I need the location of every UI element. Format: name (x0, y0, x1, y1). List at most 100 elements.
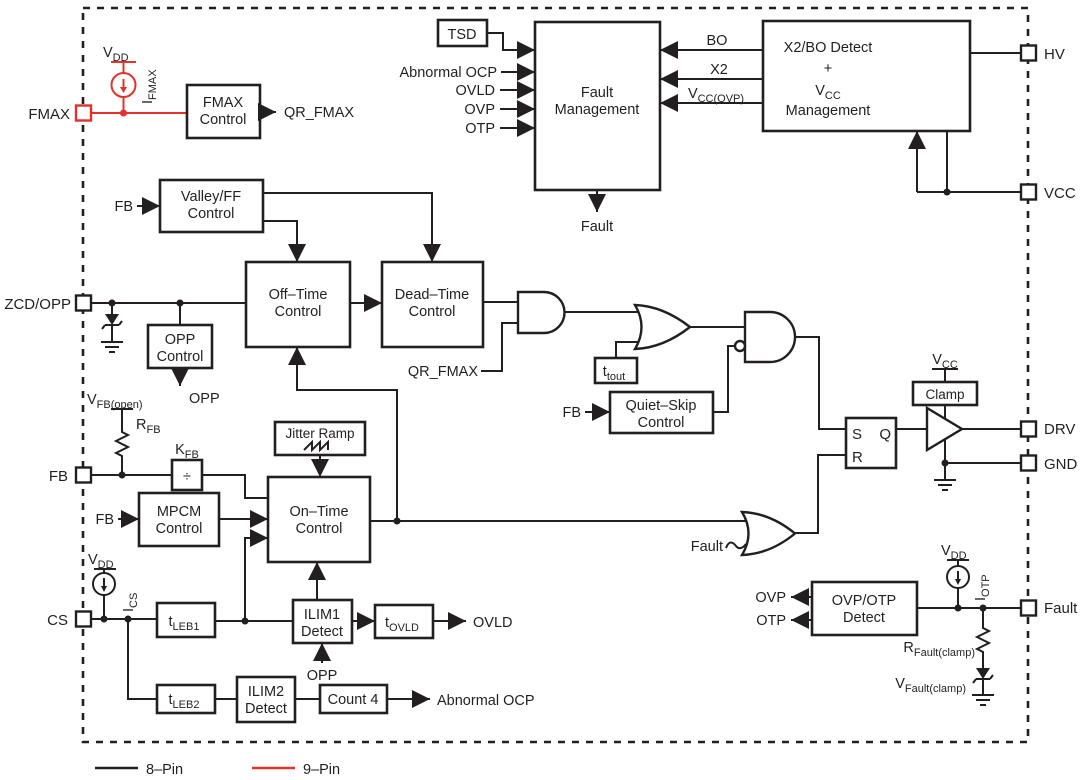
label-fb-mpcm: FB (95, 512, 114, 528)
svg-text:Control: Control (188, 206, 235, 222)
legend-label-8pin: 8–Pin (146, 762, 183, 775)
svg-text:tOVLD: tOVLD (385, 615, 419, 634)
pin-label-hv: HV (1044, 46, 1065, 63)
label-opp-in: OPP (307, 668, 338, 684)
label-qr-fmax-out: QR_FMAX (284, 105, 354, 121)
svg-text:Control: Control (296, 521, 343, 537)
block-ilim1-detect: ILIM1 Detect (291, 598, 354, 645)
label-abnormal-ocp-out: Abnormal OCP (437, 693, 535, 709)
label-otp-in: OTP (465, 121, 495, 137)
svg-text:TSD: TSD (448, 27, 477, 43)
block-t-leb1: tLEB1 (155, 601, 217, 639)
svg-text:ttout: ttout (603, 364, 625, 383)
svg-text:Dead–Time: Dead–Time (395, 287, 469, 303)
block-valley-ff: Valley/FF Control (158, 178, 265, 234)
label-ovp-out: OVP (755, 590, 786, 606)
label-i-otp: IOTP (973, 574, 992, 601)
pin-label-fmax: FMAX (28, 106, 70, 123)
svg-text:÷: ÷ (183, 469, 191, 485)
zcd-zener-diode (101, 314, 123, 330)
block-sr-latch: S Q R (844, 416, 898, 470)
cs-current-source (92, 572, 116, 596)
label-i-fmax: IFMAX (140, 69, 159, 104)
block-on-time: On–Time Control (266, 475, 372, 564)
svg-text:Control: Control (157, 349, 204, 365)
svg-text:ILIM2: ILIM2 (248, 684, 284, 700)
block-tsd: TSD (436, 18, 489, 48)
legend-label-9pin: 9–Pin (303, 762, 340, 775)
label-ovld-out: OVLD (473, 615, 513, 631)
or-gate-tout (632, 303, 692, 351)
label-kfb: KFB (175, 442, 199, 461)
block-count4: Count 4 (318, 683, 389, 715)
pin-label-zcd-opp: ZCD/OPP (4, 296, 71, 313)
label-vfb-open: VFB(open) (87, 392, 143, 411)
pin-label-fault: Fault (1044, 600, 1078, 617)
ground-fault-zener (972, 694, 994, 706)
wires-red (91, 61, 187, 117)
pins (74, 44, 1038, 628)
label-vdd-cs: VDD (88, 552, 114, 571)
block-x2-bo-detect: X2/BO Detect + VCC Management (761, 19, 972, 133)
svg-text:Jitter Ramp: Jitter Ramp (285, 426, 354, 441)
svg-text:+: + (824, 61, 832, 77)
latch-r: R (852, 449, 863, 466)
block-ovp-otp-detect: OVP/OTP Detect (810, 580, 919, 637)
svg-text:Control: Control (156, 521, 203, 537)
sawtooth-icon (303, 439, 329, 453)
svg-text:Detect: Detect (843, 610, 885, 626)
label-bo: BO (707, 33, 728, 49)
label-vdd-otp: VDD (941, 543, 967, 562)
label-x2: X2 (710, 62, 728, 78)
block-mpcm: MPCM Control (137, 491, 221, 548)
pin-cs (74, 610, 93, 628)
block-kfb-divider: ÷ (170, 458, 204, 492)
svg-text:Valley/FF: Valley/FF (181, 189, 241, 205)
ground-driver (934, 479, 956, 491)
and-gate-deadtime (516, 290, 566, 335)
driver-buffer (925, 405, 965, 453)
label-fb-valley: FB (114, 199, 133, 215)
or-gate-fault (739, 510, 797, 557)
pin-label-gnd: GND (1044, 456, 1078, 473)
svg-text:ILIM1: ILIM1 (304, 607, 340, 623)
fault-clamp-zener-diode (972, 668, 994, 684)
svg-text:Detect: Detect (301, 624, 343, 640)
block-t-tout: ttout (593, 356, 639, 385)
label-abnormal-ocp-in: Abnormal OCP (399, 65, 497, 81)
otp-current-source (946, 565, 970, 589)
label-fb-quietskip: FB (562, 405, 581, 421)
svg-text:Count 4: Count 4 (328, 692, 379, 708)
svg-text:OVP/OTP: OVP/OTP (832, 593, 896, 609)
svg-text:Clamp: Clamp (925, 387, 964, 402)
svg-text:Control: Control (638, 415, 685, 431)
legend: 8–Pin 9–Pin (95, 762, 340, 778)
svg-text:Fault: Fault (581, 85, 613, 101)
block-fault-management: Fault Management (533, 20, 662, 192)
pin-vcc (1019, 183, 1038, 201)
label-r-fault-clamp: RFault(clamp) (903, 640, 975, 659)
svg-text:Control: Control (200, 112, 247, 128)
ground-zcd (101, 341, 123, 353)
label-qr-fmax-in: QR_FMAX (408, 364, 478, 380)
svg-text:OPP: OPP (165, 332, 196, 348)
block-quiet-skip: Quiet–Skip Control (608, 390, 715, 435)
block-jitter-ramp: Jitter Ramp (273, 420, 367, 457)
block-label: FMAX (203, 95, 244, 111)
svg-text:Quiet–Skip: Quiet–Skip (626, 398, 697, 414)
svg-text:Off–Time: Off–Time (269, 287, 328, 303)
component-labels: VDD IFMAX VFB(open) RFB KFB VDD ICS VCC … (87, 45, 992, 695)
label-ovp-in: OVP (464, 102, 495, 118)
pin-zcd-opp (74, 294, 93, 312)
label-rfb: RFB (136, 417, 161, 436)
label-otp-out: OTP (756, 613, 786, 629)
label-vcc-ovp: VCC(OVP) (688, 86, 744, 105)
block-opp-control: OPP Control (146, 323, 214, 370)
label-fault-or-in: Fault (691, 539, 723, 555)
label-i-cs: ICS (121, 593, 140, 612)
pin-label-vcc: VCC (1044, 185, 1076, 202)
pin-gnd (1019, 454, 1038, 472)
pin-labels: FMAX ZCD/OPP FB CS HV VCC DRV GND Fault (4, 46, 1078, 629)
label-ovld-in: OVLD (456, 83, 496, 99)
